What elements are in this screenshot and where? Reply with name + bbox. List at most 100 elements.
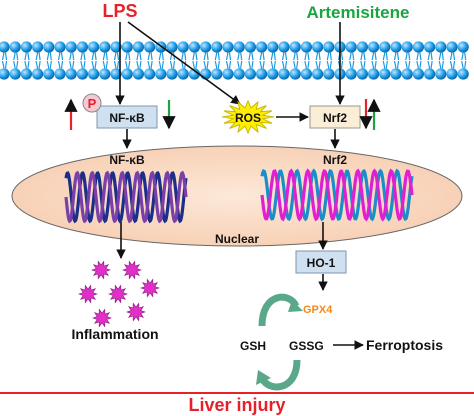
cytokine-particle: [140, 278, 160, 298]
lipid-head: [244, 41, 256, 53]
lipid-head: [401, 41, 413, 53]
lipid-head: [424, 41, 436, 53]
dna-strand: [260, 168, 414, 222]
cytokine-particle: [78, 284, 98, 304]
lipid-head: [99, 68, 111, 80]
dna-strand: [64, 170, 188, 224]
phospho-p-label: P: [88, 96, 97, 111]
lipid-head: [177, 41, 189, 53]
lipid-head: [222, 41, 234, 53]
lipid-head: [256, 68, 268, 80]
lipid-head: [132, 68, 144, 80]
gpx4-label: GPX4: [303, 304, 333, 316]
lipid-head: [20, 41, 32, 53]
liver-injury-label: Liver injury: [188, 395, 285, 415]
lipid-head: [289, 41, 301, 53]
nrf2-dna-helix: [260, 168, 414, 222]
lipid-head: [222, 68, 234, 80]
lipid-head: [54, 41, 66, 53]
cycle-bottom-arrowhead: [256, 370, 271, 385]
lipid-head: [65, 41, 77, 53]
lipid-head: [233, 41, 245, 53]
inflammatory-cytokines-icon: [78, 260, 160, 328]
gssg-label: GSSG: [289, 339, 324, 353]
cytokine-particle: [126, 302, 146, 322]
lipid-head: [9, 41, 21, 53]
nfkb-box: [96, 105, 158, 129]
nrf2-nuclear-label: Nrf2: [323, 153, 347, 167]
lipid-head: [446, 41, 458, 53]
cytokine-particle: [108, 284, 128, 304]
lipid-head: [379, 41, 391, 53]
lipid-head: [312, 68, 324, 80]
lipid-head: [300, 68, 312, 80]
lipid-head: [211, 68, 223, 80]
dna-strand: [64, 171, 188, 224]
lipid-head: [177, 68, 189, 80]
lipid-head: [166, 41, 178, 53]
nfkb-dna-helix: [64, 170, 188, 224]
nucleus: [11, 145, 463, 247]
lipid-head: [401, 68, 413, 80]
lipid-head: [323, 68, 335, 80]
lipid-head: [356, 41, 368, 53]
lipid-head: [54, 68, 66, 80]
lipid-head: [20, 68, 32, 80]
lps-label: LPS: [102, 1, 137, 21]
lipid-head: [76, 41, 88, 53]
phospho-badge: [82, 93, 102, 113]
ho1-box: [295, 250, 347, 274]
lipid-head: [88, 41, 100, 53]
lipid-head: [31, 41, 44, 53]
lipid-head: [390, 68, 402, 80]
lipid-head: [43, 68, 55, 80]
lipid-head: [110, 68, 122, 80]
lipid-head: [144, 41, 156, 53]
lipid-head: [435, 41, 447, 53]
gsh-gssg-cycle-bottom-arrow: [258, 359, 301, 391]
lipid-head: [211, 41, 223, 53]
lipid-head: [323, 41, 335, 53]
lipid-head: [166, 68, 178, 80]
lipid-head: [31, 68, 44, 80]
artemisitene-label: Artemisitene: [307, 3, 410, 22]
lipid-head: [390, 41, 402, 53]
lipid-head: [457, 68, 469, 80]
lipid-head: [412, 68, 424, 80]
lipid-head: [278, 41, 290, 53]
cytokine-particle: [91, 260, 111, 280]
lipid-head: [368, 68, 380, 80]
ros-burst-icon: [221, 99, 275, 135]
nrf2-label: Nrf2: [323, 111, 347, 125]
lipid-head: [88, 68, 100, 80]
cycle-top-arrowhead: [288, 300, 303, 312]
lipid-head: [368, 41, 380, 53]
lipid-head: [289, 68, 301, 80]
ros-label: ROS: [235, 111, 261, 125]
lipid-head: [200, 41, 212, 53]
lipid-head: [0, 41, 10, 53]
lipid-head: [267, 68, 279, 80]
lipid-head: [99, 41, 111, 53]
lipid-head: [312, 41, 324, 53]
lipid-head: [76, 68, 88, 80]
lipid-head: [256, 41, 268, 53]
lipid-head: [121, 41, 133, 53]
lipid-head: [267, 41, 279, 53]
lipid-head: [300, 41, 312, 53]
lipid-head: [379, 68, 391, 80]
lipid-head: [110, 41, 122, 53]
lipid-head: [345, 41, 357, 53]
lipid-head: [43, 41, 55, 53]
dna-strand: [260, 168, 414, 222]
lipid-head: [155, 68, 167, 80]
nfkb-label: NF-κB: [109, 111, 145, 125]
ferroptosis-label: Ferroptosis: [366, 337, 443, 353]
cytokine-particle: [122, 260, 142, 280]
lipid-head: [244, 68, 256, 80]
lipid-head: [356, 68, 368, 80]
lipid-head: [424, 68, 436, 80]
lipid-head: [132, 41, 144, 53]
cytokine-particle: [92, 308, 112, 328]
